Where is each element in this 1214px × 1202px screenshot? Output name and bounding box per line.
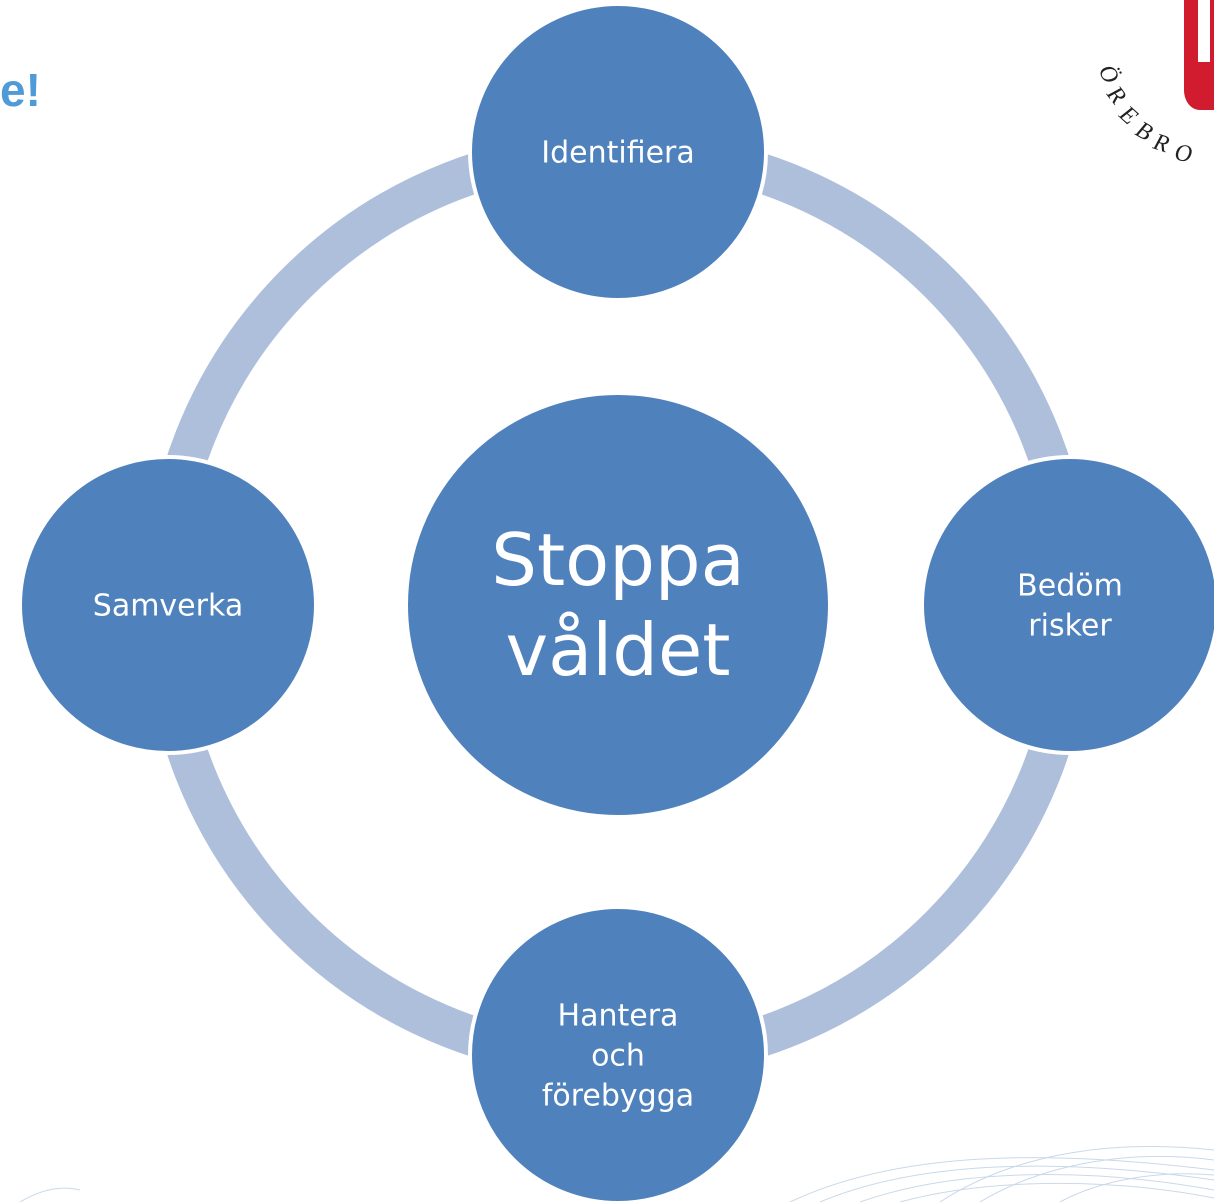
svg-text:R: R [1149,129,1172,159]
node-hantera-label-line: Hantera [558,999,679,1034]
node-samverka-label-line: Samverka [93,589,243,624]
node-identifiera: Identifiera [468,2,768,302]
center-node-label-line: våldet [506,608,731,692]
center-node-circle [404,391,832,819]
node-hantera-label-line: och [591,1039,645,1074]
svg-text:O: O [1173,140,1193,168]
node-bedom-risker: Bedöm risker [920,455,1214,755]
title-fragment: e! [0,64,41,116]
wave-mesh-icon [19,1146,1214,1202]
orebro-crest-icon: Ö R E B R O [1080,0,1214,190]
node-hantera-label-line: förebygga [542,1079,694,1114]
node-hantera: Hantera och förebygga [468,905,768,1202]
node-bedom-risker-label-line: risker [1028,609,1112,644]
center-node-label-line: Stoppa [491,518,745,602]
node-bedom-risker-label-line: Bedöm [1017,569,1123,604]
node-samverka: Samverka [18,455,318,755]
node-identifiera-circle [468,2,768,302]
node-bedom-risker-circle [920,455,1214,755]
node-samverka-circle [18,455,318,755]
node-identifiera-label-line: Identifiera [541,136,695,171]
node-hantera-circle [468,905,768,1202]
